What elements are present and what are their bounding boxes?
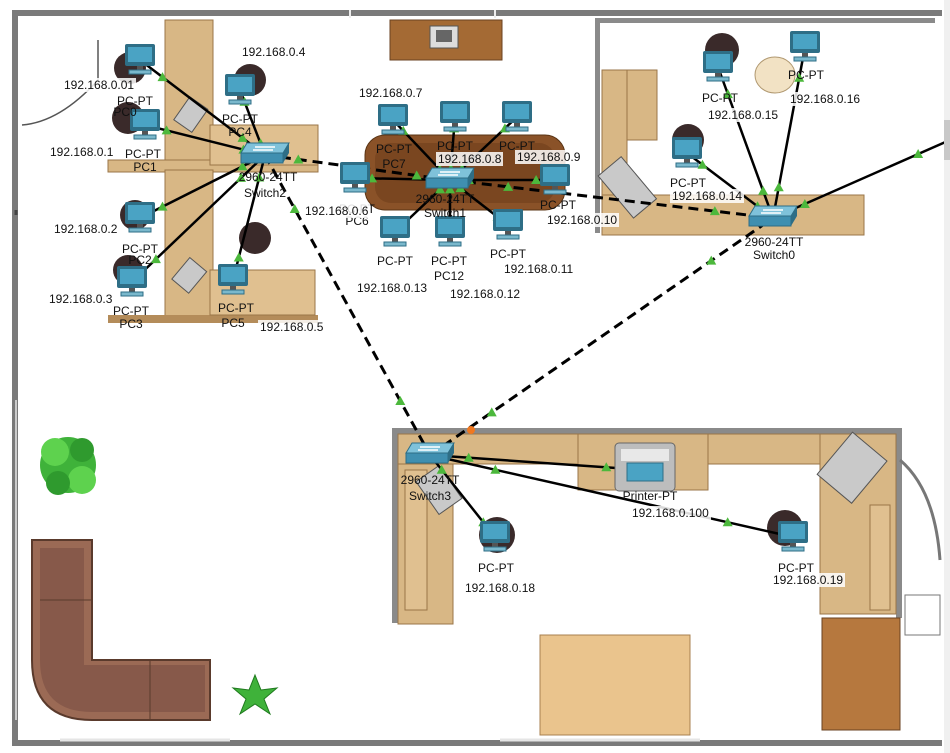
ip-address-label: 192.168.0.13 <box>355 281 429 295</box>
link-up-indicator <box>774 182 784 191</box>
pc-icon[interactable] <box>672 137 702 167</box>
pc-type-label: PC-PT <box>490 248 526 260</box>
ip-address-label: 192.168.0.19 <box>771 573 845 587</box>
bottom-tables <box>540 595 940 735</box>
vertical-scrollbar[interactable] <box>944 0 950 753</box>
ip-address-label: 192.168.0.4 <box>240 45 307 59</box>
ip-address-label: 192.168.0.5 <box>258 320 325 334</box>
link-up-indicator <box>758 186 768 195</box>
pc-type-label: PC-PT <box>222 113 258 125</box>
pc-icon[interactable] <box>225 74 255 104</box>
pc-icon[interactable] <box>218 264 248 294</box>
link-up-indicator <box>706 256 716 265</box>
ip-address-label: 192.168.0.15 <box>706 108 780 122</box>
ip-address-label: 192.168.0.11 <box>502 262 575 276</box>
ip-address-label: 192.168.0.1 <box>48 145 115 159</box>
pc-type-label: PC-PT <box>437 140 473 152</box>
pc-icon[interactable] <box>790 31 820 61</box>
pc-name-label: PC4 <box>228 126 251 138</box>
pc-icon[interactable] <box>493 209 523 239</box>
ip-address-label: 192.168.0.3 <box>47 292 114 306</box>
printer-ip-label: 192.168.0.100 <box>630 506 711 520</box>
link-up-indicator <box>234 253 244 262</box>
switch-icon[interactable] <box>241 143 289 163</box>
pc-icon[interactable] <box>380 216 410 246</box>
pc-type-label: PC-PT <box>218 302 254 314</box>
ip-address-label: 192.168.0.18 <box>463 581 537 595</box>
pc-name-label: PC2 <box>128 254 151 266</box>
pc-type-label: PC-PT <box>377 255 413 267</box>
link-blocking-indicator <box>467 426 475 434</box>
pc-name-label: PC3 <box>119 318 142 330</box>
ip-address-label: 192.168.0.2 <box>52 222 119 236</box>
pc-type-label: PC-PT <box>125 148 161 160</box>
switch-model-label: 2960-24TT <box>416 193 475 205</box>
pc-name-label: PC0 <box>113 106 136 118</box>
pc-icon[interactable] <box>480 521 510 551</box>
ip-address-label: 192.168.0.12 <box>448 287 522 301</box>
ip-address-label: 192.168.0.7 <box>357 86 424 100</box>
pc-type-label: PC-PT <box>478 562 514 574</box>
plant-small <box>233 675 277 714</box>
pc-name-label: PC12 <box>434 270 464 282</box>
ip-address-label: 192.168.0.14 <box>670 189 744 203</box>
pc-type-label: PC-PT <box>431 255 467 267</box>
sofa <box>32 540 210 720</box>
pc-type-label: PC-PT <box>540 199 576 211</box>
ip-address-label: 192.168.0.9 <box>515 150 582 164</box>
pc-icon[interactable] <box>540 164 570 194</box>
ip-address-label: 192.168.0.8 <box>436 152 503 166</box>
switch-name-label: Switch0 <box>753 249 795 261</box>
right-office-furniture <box>598 57 864 235</box>
pc-icon[interactable] <box>117 266 147 296</box>
pc-icon[interactable] <box>440 101 470 131</box>
printer-name-label: Printer-PT <box>623 490 678 502</box>
pc-icon[interactable] <box>778 521 808 551</box>
ip-address-label: 192.168.0.6 <box>303 204 370 218</box>
switch-model-label: 2960-24TT <box>239 171 298 183</box>
link-sw3-sw0[interactable] <box>430 218 773 455</box>
pc-name-label: PC1 <box>133 161 156 173</box>
pc-icon[interactable] <box>125 44 155 74</box>
link-up-indicator <box>487 407 497 416</box>
pc-icon[interactable] <box>125 202 155 232</box>
switch-model-label: 2960-24TT <box>745 236 804 248</box>
ip-address-label: 192.168.0.16 <box>788 92 862 106</box>
switch-name-label: Switch3 <box>409 490 451 502</box>
kitchenette <box>390 20 502 60</box>
pc-type-label: PC-PT <box>670 177 706 189</box>
ip-address-label: 192.168.0.01 <box>62 78 136 92</box>
pc-icon[interactable] <box>435 216 465 246</box>
printer-icon[interactable] <box>615 443 675 491</box>
pc-icon[interactable] <box>340 162 370 192</box>
switch-name-label: Switch1 <box>424 207 466 219</box>
pc-type-label: PC-PT <box>788 69 824 81</box>
pc-name-label: PC5 <box>221 317 244 329</box>
scrollbar-thumb[interactable] <box>944 120 950 160</box>
pc-name-label: PC7 <box>382 158 405 170</box>
plant-large <box>40 437 96 495</box>
switch-icon[interactable] <box>426 168 474 188</box>
pc-type-label: PC-PT <box>376 143 412 155</box>
ip-address-label: 192.168.0.10 <box>545 213 619 227</box>
pc-icon[interactable] <box>378 104 408 134</box>
switch-icon[interactable] <box>406 443 454 463</box>
pc-icon[interactable] <box>502 101 532 131</box>
switch-model-label: 2960-24TT <box>401 474 460 486</box>
pc-icon[interactable] <box>703 51 733 81</box>
switch-name-label: Switch2 <box>244 187 286 199</box>
pc-type-label: PC-PT <box>113 305 149 317</box>
pc-type-label: PC-PT <box>702 92 738 104</box>
switch-icon[interactable] <box>749 206 797 226</box>
